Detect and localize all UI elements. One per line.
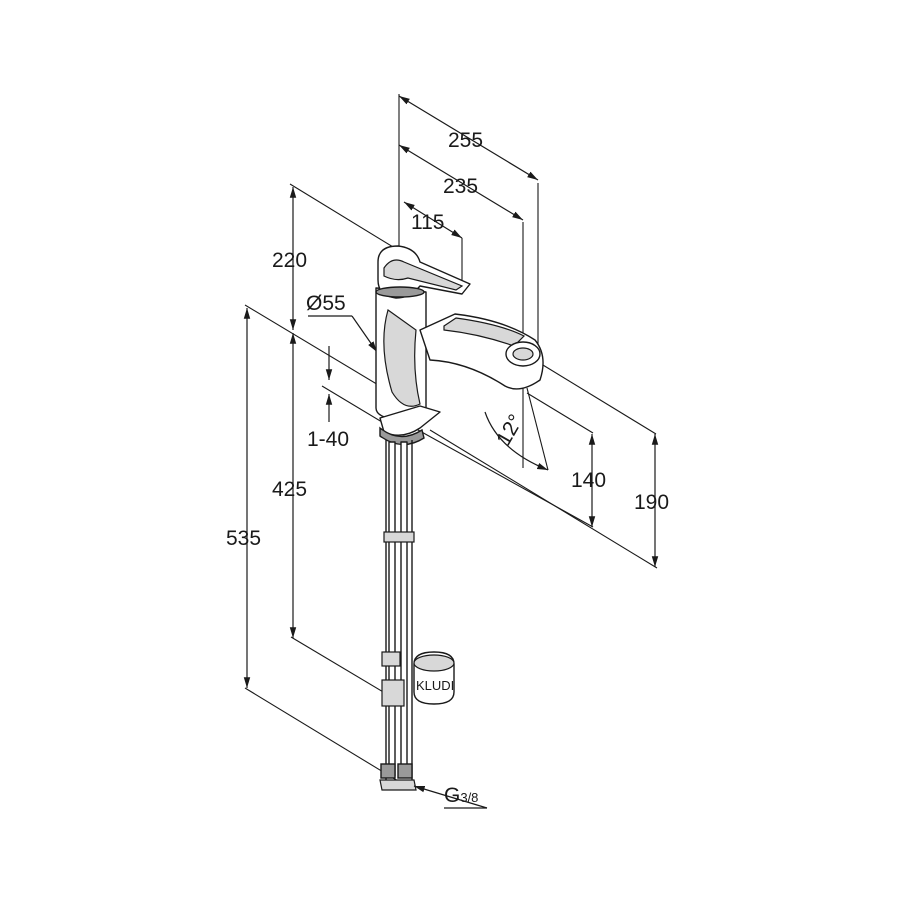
weight-brand-mark: KLUDI [416, 678, 454, 693]
base-gasket [379, 426, 425, 446]
label-535: 535 [226, 527, 261, 550]
dim-line-115 [403, 201, 463, 239]
spout-aerator [512, 347, 534, 361]
lever-top-highlight [383, 259, 464, 291]
faucet-body-shading [383, 309, 421, 407]
faucet: KLUDI [375, 245, 544, 791]
ext-line-535-top [244, 304, 381, 387]
ext-line-220-top [289, 183, 399, 251]
right-dimensions: 140 190 [399, 361, 669, 569]
angle-arc [484, 411, 549, 471]
label-115: 115 [411, 211, 444, 234]
spout-band [443, 317, 526, 347]
label-235: 235 [443, 175, 478, 198]
ext-line-range [321, 385, 383, 423]
label-425: 425 [272, 478, 307, 501]
label-diameter: Ø55 [306, 292, 346, 315]
angle-dimension: 12° [484, 382, 549, 471]
top-dimensions: 255 235 115 [398, 94, 539, 348]
label-range: 1-40 [307, 428, 349, 451]
hose-nut-right [397, 763, 413, 779]
connector-bottom [379, 779, 417, 791]
hose-right [400, 441, 408, 777]
thread-leader [413, 785, 488, 809]
ext-line-deck-far [429, 429, 658, 569]
hose-weight-top [413, 654, 455, 672]
hose-clip-upper [383, 531, 415, 543]
label-thread: G3/8 [444, 784, 478, 807]
label-190: 190 [634, 491, 669, 514]
left-dimensions: 220 Ø55 1-40 425 535 [226, 183, 399, 782]
lever-collar [375, 286, 425, 298]
hose-clip-lower [381, 651, 401, 667]
label-255: 255 [448, 129, 483, 152]
angle-leg-tilted [526, 387, 549, 471]
thread-dimension: G3/8 [413, 784, 488, 809]
ext-line-425-bottom [290, 636, 386, 694]
hose-left [388, 441, 396, 777]
dim-line-235 [398, 144, 524, 221]
ext-line-190-top [537, 361, 657, 435]
label-thread-main: G [444, 784, 460, 807]
leader-diameter-angled [351, 315, 378, 353]
shutoff-body [381, 679, 405, 707]
hose-nut-left [380, 763, 396, 779]
label-thread-fraction: 3/8 [460, 790, 478, 805]
ext-line-535-bottom [244, 687, 399, 782]
ext-line-140-top [526, 392, 594, 434]
label-220: 220 [272, 249, 307, 272]
label-140: 140 [571, 469, 606, 492]
